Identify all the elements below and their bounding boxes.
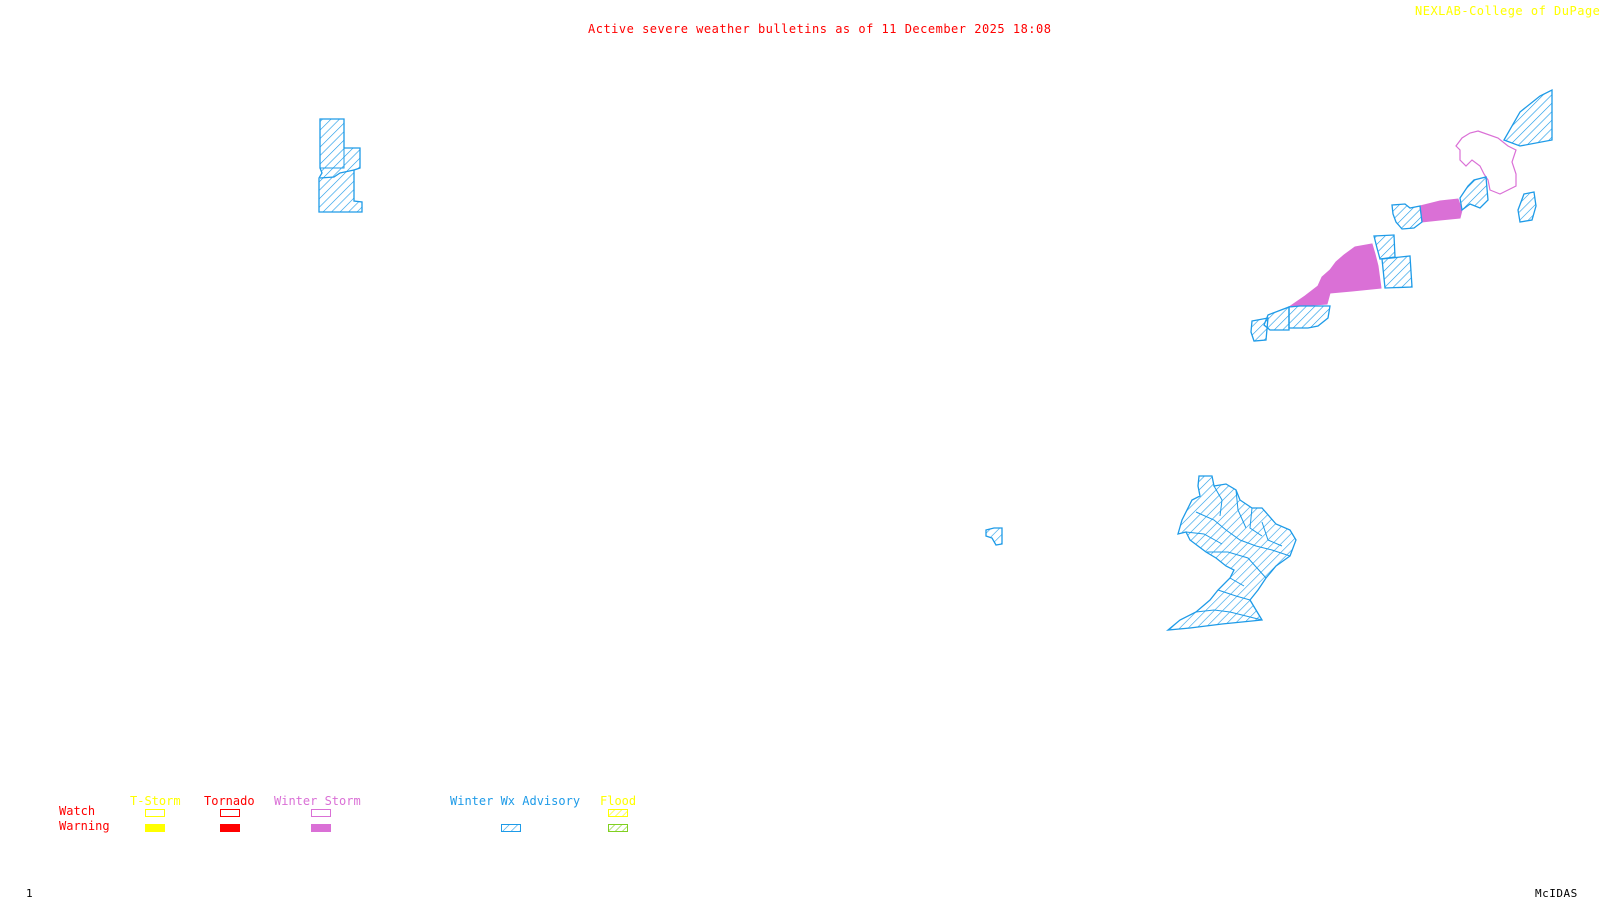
tstorm-watch-swatch [145, 809, 165, 817]
northern-rockies-advisory [318, 118, 363, 213]
winter-storm-warning-swatch [311, 824, 331, 832]
tornado-warning-swatch [220, 824, 240, 832]
tstorm-warning-swatch [145, 824, 165, 832]
credit-label: NEXLAB-College of DuPage ⮣ [1415, 4, 1600, 19]
winter-wx-advisory-swatch [501, 824, 521, 832]
map-title: Active severe weather bulletins as of 11… [588, 22, 1052, 36]
legend-col-tstorm: T-Storm [130, 794, 181, 808]
appalachian-advisory-cluster [1165, 475, 1297, 631]
frame-number: 1 [26, 887, 34, 900]
legend-row-warning: Warning [59, 819, 110, 833]
flood-watch-swatch [608, 809, 628, 817]
legend-row-watch: Watch [59, 804, 96, 818]
tornado-watch-swatch [220, 809, 240, 817]
flood-warning-swatch [608, 824, 628, 832]
great-lakes-advisory-west [1250, 234, 1413, 342]
software-label: McIDAS [1535, 887, 1578, 900]
northeast-advisory [1391, 88, 1553, 230]
credit-text: NEXLAB-College of DuPage [1415, 4, 1600, 18]
great-lakes-winter-storm-warning [1287, 198, 1463, 308]
midsouth-advisory-small [985, 527, 1003, 546]
legend-col-tornado: Tornado [204, 794, 255, 808]
legend-col-flood: Flood [600, 794, 637, 808]
legend-col-winter-wx-advisory: Winter Wx Advisory [450, 794, 581, 808]
winter-storm-watch-swatch [311, 809, 331, 817]
legend-col-winter-storm: Winter Storm [274, 794, 361, 808]
